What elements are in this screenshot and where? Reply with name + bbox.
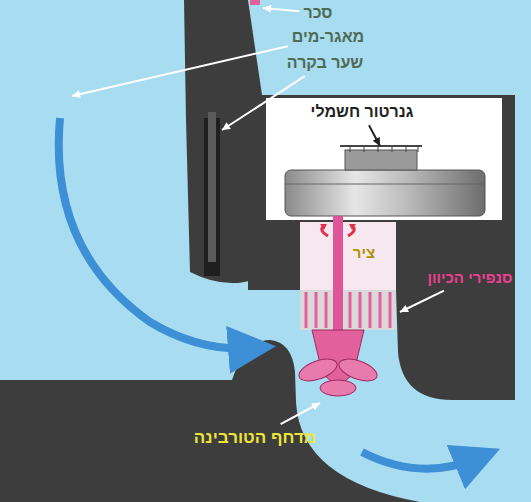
draft-tube-wall <box>396 290 515 400</box>
vane-blades <box>306 292 390 328</box>
leader-arrowhead <box>400 305 409 312</box>
outflow-arrow <box>362 452 478 469</box>
part-label: גנרטור חשמלי <box>311 103 414 121</box>
shaft <box>333 216 343 334</box>
control-gate <box>208 112 216 262</box>
inflow-arrow <box>59 118 252 348</box>
leader-line <box>400 291 444 312</box>
shaft-room <box>300 222 396 290</box>
generator-top <box>345 150 417 170</box>
generator <box>285 170 485 216</box>
leader-arrowhead <box>72 90 81 98</box>
powerhouse <box>248 95 515 290</box>
dam-crest <box>250 0 260 5</box>
part-label: מדחף הטורבינה <box>194 428 316 448</box>
leader-line <box>72 46 288 96</box>
foundation <box>0 340 420 502</box>
leader-arrowhead <box>263 5 271 13</box>
part-label: שער בקרה <box>287 54 363 72</box>
generator-room <box>266 98 502 220</box>
part-label: סכר <box>303 4 332 22</box>
leader-arrowhead <box>222 122 231 130</box>
leader-arrowhead <box>311 403 320 410</box>
part-label: מאגר-מים <box>292 28 364 46</box>
leader-line <box>369 125 380 146</box>
leader-line <box>281 403 320 424</box>
part-label: ציר <box>353 244 375 261</box>
guide-vanes <box>300 290 396 330</box>
turbine-blade <box>320 380 356 396</box>
leader-arrowhead <box>373 137 380 146</box>
leader-line <box>222 76 305 130</box>
part-label: סנפירי הכיוון <box>427 269 512 286</box>
